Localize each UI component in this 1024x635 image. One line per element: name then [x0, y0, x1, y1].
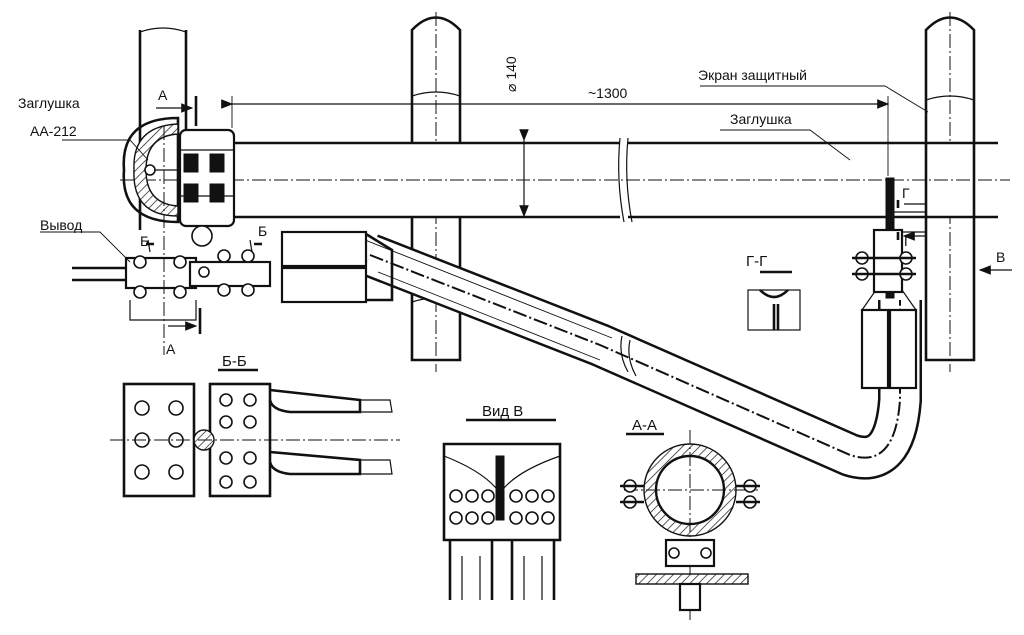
leader-lines — [40, 85, 929, 263]
label-section-b-right: Б — [258, 223, 267, 239]
view-v — [442, 418, 562, 600]
section-gg — [747, 270, 801, 331]
label-section-g-top: Г — [902, 185, 910, 201]
label-plug-aa212-line2: АА-212 — [30, 123, 77, 139]
section-aa — [620, 430, 760, 620]
plug-aa212-body — [122, 116, 236, 247]
section-bb — [110, 368, 400, 498]
right-bolts — [852, 251, 916, 281]
labels: Заглушка АА-212 Вывод ⌀ 140 ~1300 Экран … — [18, 56, 1005, 434]
right-ferrules — [860, 228, 918, 390]
title-section-bb: Б-Б — [222, 353, 247, 370]
label-section-a-top: А — [158, 87, 168, 103]
label-length: ~1300 — [588, 85, 628, 101]
label-plug: Заглушка — [730, 111, 792, 127]
label-section-g-bottom: Г — [904, 233, 912, 249]
dimension-length — [221, 96, 890, 176]
title-section-gg: Г-Г — [746, 253, 767, 270]
lead-bar — [72, 249, 272, 321]
label-view-v-marker: В — [996, 249, 1005, 265]
left-ferrules — [280, 230, 394, 304]
label-diameter: ⌀ 140 — [503, 56, 519, 92]
main-busbar — [120, 137, 1010, 223]
label-plug-aa212-line1: Заглушка — [18, 95, 80, 111]
title-view-v: Вид В — [482, 403, 523, 420]
title-section-aa: А-А — [632, 417, 657, 434]
label-shield: Экран защитный — [698, 67, 807, 83]
label-section-a-bottom: А — [166, 341, 176, 357]
section-marks — [146, 96, 1012, 355]
label-section-b-left: Б — [140, 233, 149, 249]
label-lead: Вывод — [40, 217, 82, 233]
bent-conductor — [359, 234, 922, 480]
